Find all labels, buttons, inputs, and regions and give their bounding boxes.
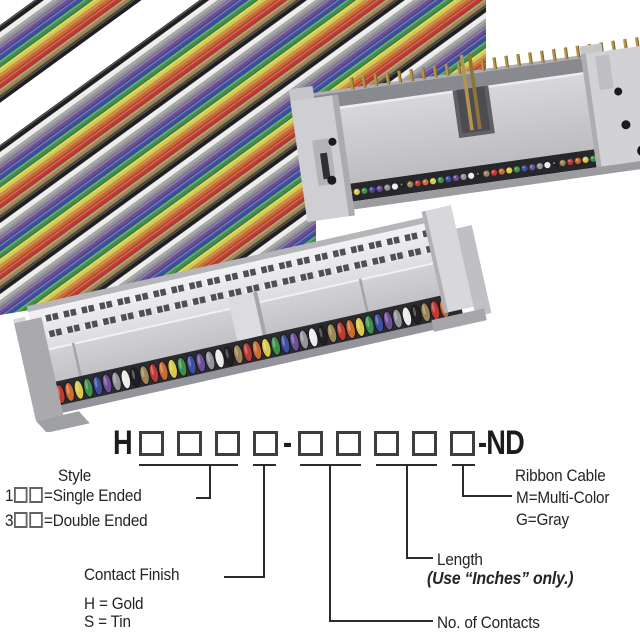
blank-digit-box (14, 512, 28, 528)
blank-digit-box (252, 430, 278, 456)
part-number-suffix: -ND (477, 423, 525, 462)
ribbon-band-main (0, 0, 486, 315)
blank-digit-box (297, 430, 323, 456)
screw-dot (328, 137, 337, 146)
style-option-double-ended: 3=Double Ended (5, 511, 148, 530)
number-of-contacts-title: No. of Contacts (437, 613, 540, 632)
pointer-ribbon-horizontal (463, 495, 512, 497)
blank-digit-box (14, 487, 28, 503)
idc-socket-connector (13, 205, 492, 432)
style-title: Style (58, 466, 92, 485)
part-number-prefix: H (113, 423, 133, 462)
spec-digit-boxes (293, 430, 475, 456)
pointer-style-horizontal (196, 497, 211, 499)
header-wire-slot (324, 141, 640, 206)
style-digit-boxes (137, 430, 278, 456)
length-title: Length (437, 550, 483, 569)
idc-header-connector (288, 37, 640, 223)
part-number-separator: - (282, 423, 292, 462)
screw-dot (621, 120, 631, 130)
underline-style-boxes (139, 464, 238, 466)
pointer-length-vertical (406, 464, 408, 559)
pointer-contacts-horizontal (330, 620, 433, 622)
contact-finish-title: Contact Finish (84, 565, 180, 584)
pointer-style-vertical (209, 464, 211, 499)
screw-dot (614, 87, 623, 96)
blank-digit-box (373, 430, 399, 456)
socket-polarization-tab (227, 291, 269, 349)
contact-finish-option-tin: S = Tin (84, 612, 131, 631)
pointer-finish-horizontal (224, 576, 265, 578)
socket-right-end (421, 205, 492, 332)
ribbon-cable-photo (0, 0, 640, 432)
header-center-notch (452, 53, 495, 139)
blank-digit-box (29, 487, 44, 503)
ribbon-cable-title: Ribbon Cable (515, 466, 606, 485)
blank-digit-box (449, 430, 475, 456)
ribbon-option-gray: G=Gray (516, 510, 569, 529)
blank-digit-box (176, 430, 202, 456)
header-right-latch (579, 43, 640, 168)
pointer-length-horizontal (407, 557, 433, 559)
socket-wire-rings (45, 298, 450, 406)
socket-left-flange (13, 316, 90, 432)
part-number-row: H - -ND (113, 424, 535, 462)
header-left-latch (288, 86, 355, 223)
socket-contact-holes (43, 228, 440, 339)
pointer-contacts-vertical (329, 464, 331, 622)
ribbon-cables (0, 0, 486, 315)
socket-rear-lip (26, 211, 454, 314)
blank-digit-box (214, 430, 240, 456)
blank-digit-box (29, 512, 44, 528)
style-option-single-ended: 1=Single Ended (5, 486, 142, 505)
blank-digit-box (411, 430, 437, 456)
pointer-finish-vertical (263, 464, 265, 578)
blank-digit-box (138, 430, 164, 456)
contact-finish-option-gold: H = Gold (84, 594, 144, 613)
length-note: (Use “Inches” only.) (427, 568, 574, 588)
screw-dot (327, 175, 337, 185)
blank-digit-box (335, 430, 361, 456)
pointer-ribbon-vertical (462, 464, 464, 497)
ribbon-option-multicolor: M=Multi-Color (516, 488, 610, 507)
